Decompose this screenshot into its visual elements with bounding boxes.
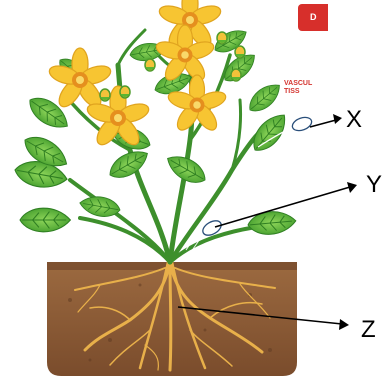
circle-x-marker	[291, 115, 314, 133]
vascular-line-2: TISS	[284, 88, 300, 95]
vascular-line-1: VASCUL	[284, 80, 312, 87]
label-y: Y	[366, 173, 382, 197]
cropped-badge-letter: D	[310, 12, 317, 22]
label-z: Z	[361, 318, 376, 342]
cropped-vascular-label: VASCULTISS	[284, 80, 324, 96]
arrow-x	[310, 114, 342, 127]
label-x: X	[346, 108, 362, 132]
leaves	[13, 25, 297, 237]
